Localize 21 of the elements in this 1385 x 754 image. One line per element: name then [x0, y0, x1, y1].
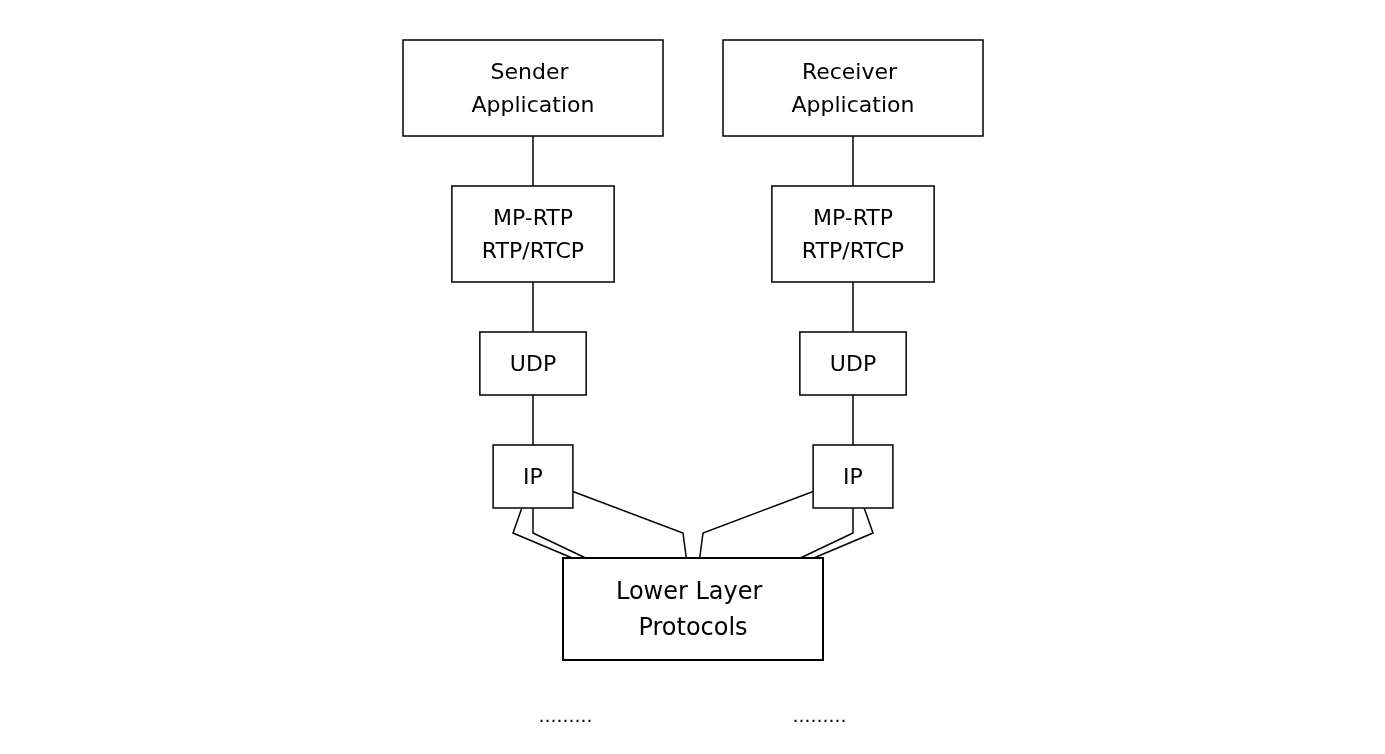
- ellipsis-note: ………: [538, 705, 593, 726]
- node-box: Sender Application: [401, 39, 664, 137]
- connector: [531, 281, 534, 333]
- connector: [812, 507, 874, 559]
- node-box: UDP: [478, 331, 587, 396]
- connector: [851, 135, 854, 187]
- node-box: IP: [811, 444, 894, 509]
- connector: [531, 135, 534, 187]
- ellipsis-note: ………: [792, 705, 847, 726]
- connector: [851, 394, 854, 446]
- connector: [531, 394, 534, 446]
- node-box: IP: [491, 444, 574, 509]
- connector: [511, 507, 573, 559]
- connector: [799, 507, 854, 559]
- node-box: Lower Layer Protocols: [561, 557, 824, 661]
- connector: [851, 281, 854, 333]
- connector: [531, 507, 586, 559]
- node-box: UDP: [798, 331, 907, 396]
- node-box: MP-RTP RTP/RTCP: [770, 185, 935, 283]
- node-box: MP-RTP RTP/RTCP: [450, 185, 615, 283]
- node-box: Receiver Application: [721, 39, 984, 137]
